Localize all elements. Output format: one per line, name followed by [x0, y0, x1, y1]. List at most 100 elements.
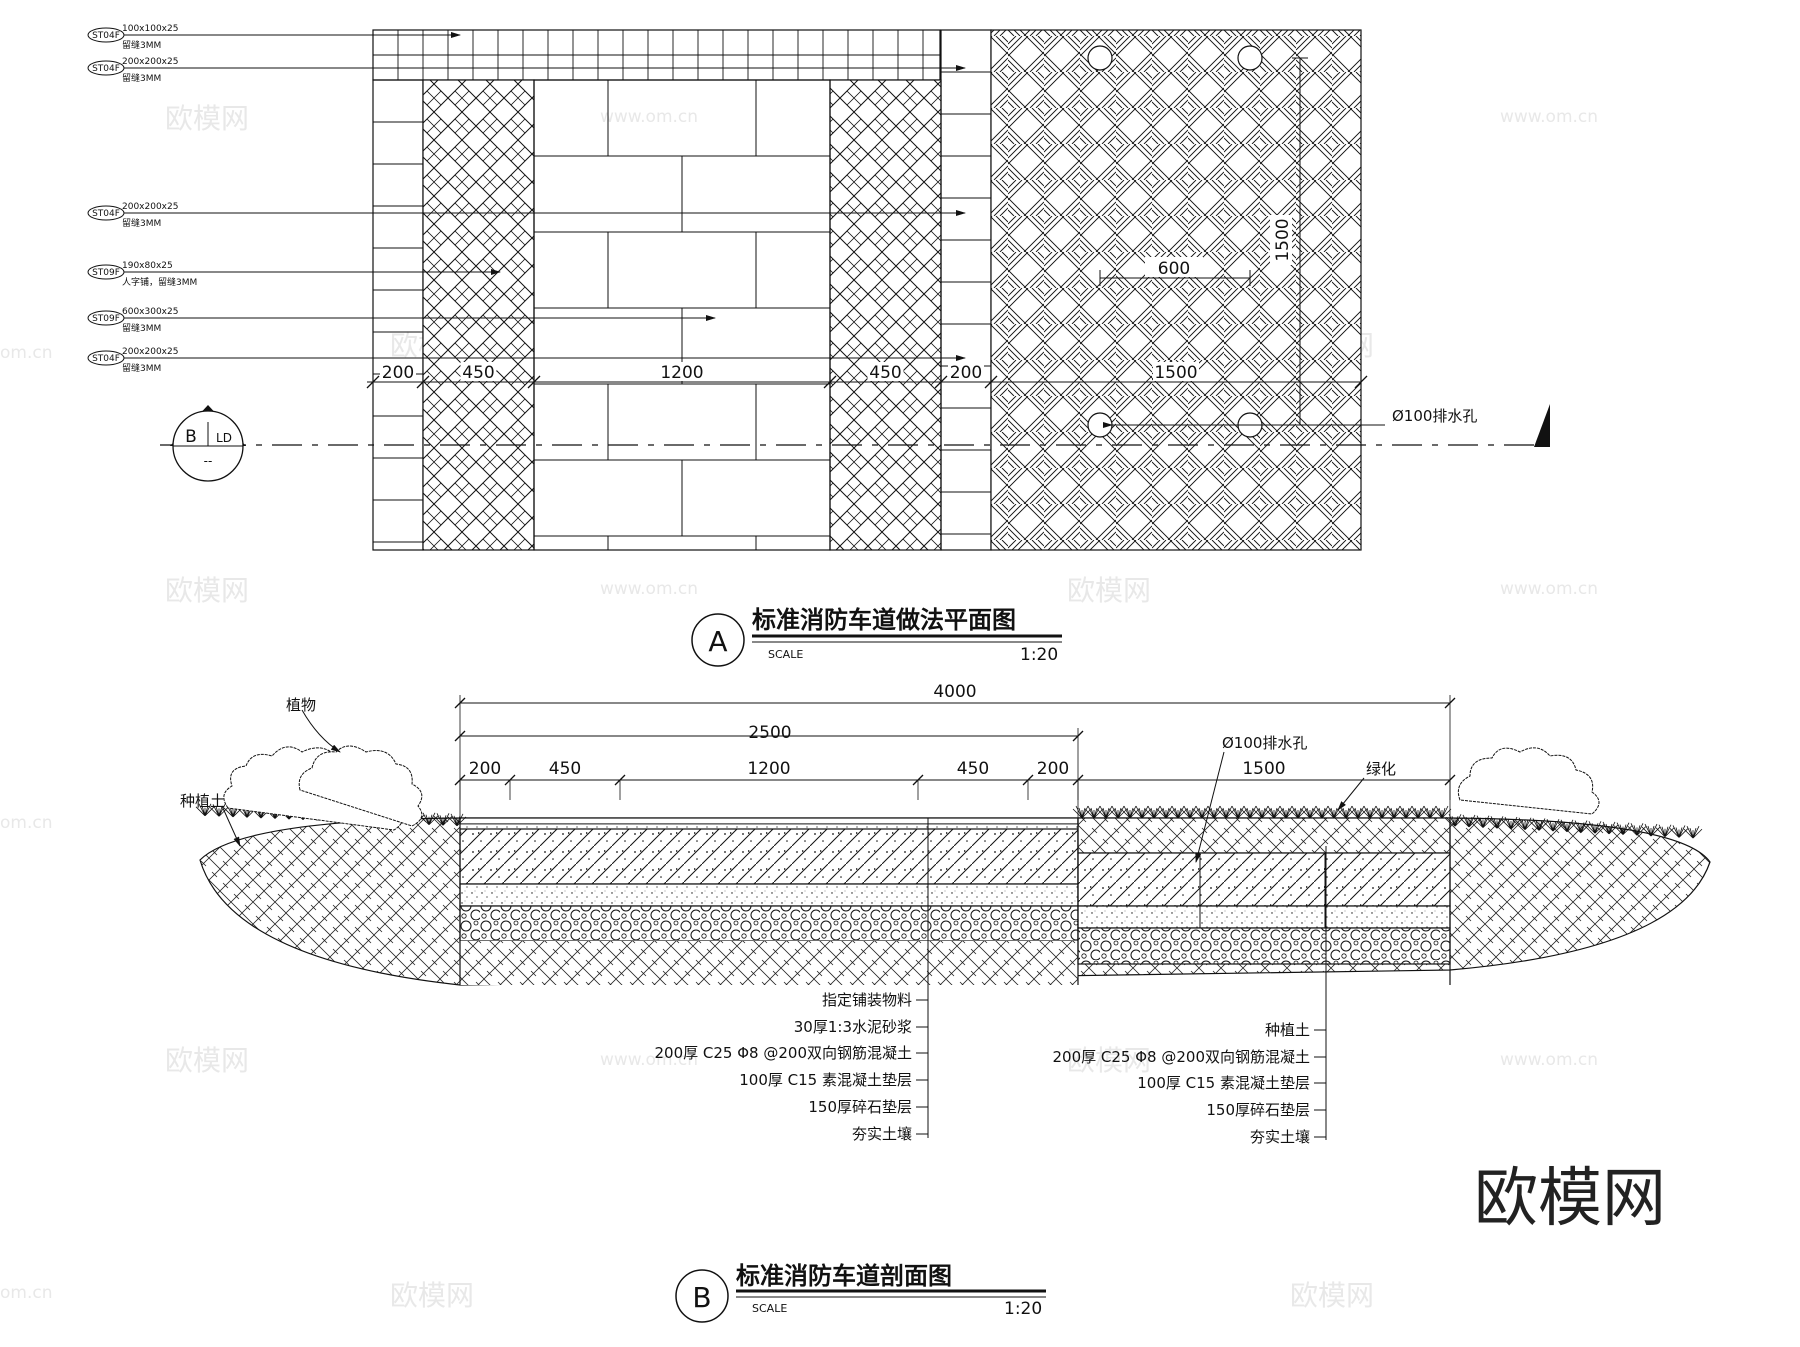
plan-dim-label: 450	[869, 363, 901, 383]
watermark-url: www.om.cn	[600, 107, 698, 127]
left-layer-label: 指定铺装物料	[822, 991, 912, 1009]
section-drain-pipes	[1199, 853, 1326, 928]
plan-title-text: 标准消防车道做法平面图	[752, 606, 1016, 634]
watermark-brand: 欧模网	[165, 102, 249, 135]
section-label-green: 绿化	[1366, 760, 1396, 778]
callout-spec: 600x300x25	[122, 307, 178, 317]
callout-note: 留缝3MM	[122, 39, 161, 51]
watermark-url: www.om.cn	[1500, 579, 1598, 599]
watermark-brand: 欧模网	[1290, 1279, 1374, 1312]
plan-grid-dims: 600 1500	[1099, 57, 1308, 426]
plan-dim-label: 200	[382, 363, 414, 383]
right-layer-label: 夯实土壤	[1250, 1128, 1310, 1146]
right-layer-label: 200厚 C25 Φ8 @200双向钢筋混凝土	[1053, 1048, 1310, 1066]
callout-tag: ST04F	[92, 64, 120, 74]
section-view: 4000 2500 200 450 1200 450 200 1500 植物 种植土 Ø1…	[180, 682, 1711, 1323]
section-dim-road: 2500	[748, 723, 791, 743]
callout-tag: ST09F	[92, 268, 120, 278]
left-layer-label: 100厚 C15 素混凝土垫层	[739, 1071, 912, 1089]
callout-spec: 190x80x25	[122, 261, 173, 271]
callout-tag: ST04F	[92, 31, 120, 41]
left-layer-label: 夯实土壤	[852, 1125, 912, 1143]
plan-center-slabs	[533, 79, 831, 551]
callout-note: 留缝3MM	[122, 362, 161, 374]
plan-section-mark: B LD --	[170, 405, 246, 482]
plan-callouts: ST04F100x100x25留缝3MMST04F200x200x25留缝3MM…	[87, 24, 966, 374]
plan-scale-label: SCALE	[768, 648, 803, 661]
plan-grid-dim-v: 1500	[1273, 218, 1293, 261]
plan-scale-value: 1:20	[1020, 645, 1058, 665]
watermark-url-short: om.cn	[0, 1283, 53, 1303]
plan-drain-label: Ø100排水孔	[1392, 407, 1477, 425]
plan-section-arrow-right	[1534, 404, 1550, 447]
watermark-brand: 欧模网	[1067, 1044, 1151, 1077]
section-dim-total: 4000	[933, 682, 976, 702]
section-mark-sheet: LD	[216, 431, 232, 445]
section-dim-label: 200	[469, 759, 501, 779]
watermark-brand: 欧模网	[165, 574, 249, 607]
plan-view: 600 1500 200 450 1200 450 200 1500 B LD --	[87, 24, 1550, 667]
callout-spec: 200x200x25	[122, 57, 178, 67]
watermark-brand: 欧模网	[390, 1279, 474, 1312]
section-title-block: B 标准消防车道剖面图 SCALE 1:20	[675, 1262, 1046, 1323]
left-layer-label: 200厚 C25 Φ8 @200双向钢筋混凝土	[655, 1044, 912, 1062]
watermark-url: www.om.cn	[1500, 107, 1598, 127]
callout-tag: ST04F	[92, 354, 120, 364]
section-mark-letter: B	[185, 427, 197, 447]
plan-grass-paver	[990, 29, 1362, 551]
watermark-brand: 欧模网	[165, 1044, 249, 1077]
left-layer-label: 150厚碎石垫层	[808, 1098, 912, 1116]
right-layer-label: 种植土	[1265, 1021, 1310, 1039]
section-dim-label: 200	[1037, 759, 1069, 779]
plan-drain-leader: Ø100排水孔	[1103, 404, 1477, 428]
callout-note: 留缝3MM	[122, 72, 161, 84]
right-layer-label: 150厚碎石垫层	[1206, 1101, 1310, 1119]
section-title-letter: B	[692, 1281, 711, 1314]
section-dim-label: 1200	[747, 759, 790, 779]
right-layer-label: 100厚 C15 素混凝土垫层	[1137, 1074, 1310, 1092]
plan-left-strip	[372, 79, 424, 551]
callout-tag: ST04F	[92, 209, 120, 219]
section-dim-label: 450	[549, 759, 581, 779]
section-shrubs	[223, 745, 1600, 831]
callout-note: 留缝3MM	[122, 217, 161, 229]
section-scale-label: SCALE	[752, 1302, 787, 1315]
callout-spec: 100x100x25	[122, 24, 178, 34]
section-mark-sub: --	[204, 454, 213, 468]
section-label-soil: 种植土	[180, 792, 225, 810]
section-scale-value: 1:20	[1004, 1299, 1042, 1319]
watermark-url-short: om.cn	[0, 343, 53, 363]
plan-dim-label: 1200	[660, 363, 703, 383]
section-title-text: 标准消防车道剖面图	[736, 1262, 952, 1290]
watermark-url: www.om.cn	[600, 579, 698, 599]
left-layer-label: 30厚1:3水泥砂浆	[794, 1018, 912, 1036]
section-label-plant: 植物	[286, 696, 316, 714]
watermark-url: www.om.cn	[1500, 1050, 1598, 1070]
plan-dim-label: 200	[950, 363, 982, 383]
section-road-layers	[459, 817, 1079, 985]
plan-herringbone-right	[829, 79, 942, 551]
callout-spec: 200x200x25	[122, 347, 178, 357]
plan-dimension-line: 200 450 1200 450 200 1500	[366, 362, 1368, 389]
plan-dim-label: 450	[462, 363, 494, 383]
section-dimensions: 4000 2500 200 450 1200 450 200 1500	[454, 682, 1456, 818]
watermark-url-short: om.cn	[0, 813, 53, 833]
plan-grid-dim-h: 600	[1158, 259, 1190, 279]
section-label-drain: Ø100排水孔	[1222, 734, 1307, 752]
plan-dim-label: 1500	[1154, 363, 1197, 383]
watermark-url: www.om.cn	[600, 1050, 698, 1070]
callout-tag: ST09F	[92, 314, 120, 324]
section-annotations: 植物 种植土 Ø100排水孔 绿化 指定铺装物料 30厚1:3水泥砂浆 200厚 C…	[180, 696, 1396, 1146]
plan-herringbone-left	[422, 79, 535, 551]
callout-note: 人字铺，留缝3MM	[122, 276, 197, 288]
plan-drain-holes	[1087, 45, 1263, 438]
section-dim-label: 1500	[1242, 759, 1285, 779]
plan-right-strip	[940, 29, 992, 551]
section-dim-label: 450	[957, 759, 989, 779]
callout-spec: 200x200x25	[122, 202, 178, 212]
plan-title-letter: A	[708, 625, 727, 658]
brand-logo: 欧模网	[1474, 1162, 1666, 1236]
callout-note: 留缝3MM	[122, 322, 161, 334]
section-green-layers	[1077, 817, 1451, 985]
